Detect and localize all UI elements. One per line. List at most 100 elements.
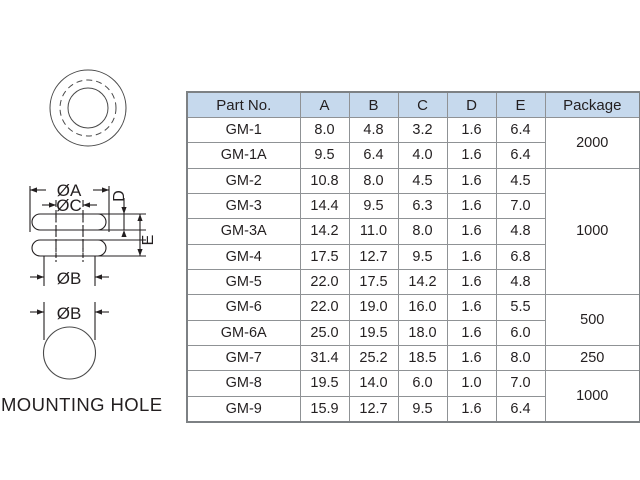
top-view-inner-circle — [67, 87, 109, 129]
column-header-b: B — [348, 91, 399, 118]
cell-dim-b: 17.5 — [348, 268, 399, 296]
cell-part-no: GM-6A — [186, 319, 301, 346]
cell-dim-b: 6.4 — [348, 142, 399, 169]
cell-dim-b: 9.5 — [348, 192, 399, 220]
mounting-hole-drawing — [30, 302, 109, 380]
cell-dim-e: 4.8 — [495, 268, 546, 296]
cell-dim-a: 22.0 — [299, 294, 350, 321]
cell-dim-e: 6.4 — [495, 142, 546, 169]
cell-package: 250 — [544, 344, 640, 372]
cell-dim-b: 12.7 — [348, 243, 399, 270]
cell-dim-a: 14.4 — [299, 192, 350, 220]
cell-dim-d: 1.6 — [446, 268, 497, 296]
cell-part-no: GM-9 — [186, 395, 301, 423]
cell-dim-a: 31.4 — [299, 344, 350, 372]
cell-dim-c: 3.2 — [397, 116, 448, 144]
cell-dim-a: 17.5 — [299, 243, 350, 270]
cell-dim-e: 7.0 — [495, 370, 546, 397]
cell-dim-d: 1.6 — [446, 395, 497, 423]
arrow-a-left — [30, 187, 37, 193]
cell-dim-b: 14.0 — [348, 370, 399, 397]
column-header-part-no: Part No. — [186, 91, 301, 118]
cell-dim-c: 9.5 — [397, 395, 448, 423]
cell-part-no: GM-6 — [186, 294, 301, 321]
cell-part-no: GM-3A — [186, 218, 301, 245]
cell-part-no: GM-8 — [186, 370, 301, 397]
arrow-d-bottom — [121, 230, 127, 237]
drawings-svg: ØA ØC ØB D E ØB MOUNTING HOLE — [1, 69, 162, 415]
cell-dim-c: 8.0 — [397, 218, 448, 245]
column-header-package: Package — [544, 91, 640, 118]
cell-dim-d: 1.6 — [446, 243, 497, 270]
cell-dim-d: 1.6 — [446, 142, 497, 169]
cell-dim-c: 18.5 — [397, 344, 448, 372]
arrow-b-left — [37, 274, 44, 280]
cell-dim-e: 5.5 — [495, 294, 546, 321]
cell-dim-a: 15.9 — [299, 395, 350, 423]
cell-dim-c: 4.5 — [397, 167, 448, 194]
cell-dim-b: 19.0 — [348, 294, 399, 321]
cell-dim-a: 25.0 — [299, 319, 350, 346]
cell-part-no: GM-2 — [186, 167, 301, 194]
column-header-e: E — [495, 91, 546, 118]
cross-section-drawing — [29, 186, 146, 286]
cell-dim-d: 1.6 — [446, 344, 497, 372]
technical-drawings-panel: ØA ØC ØB D E ØB MOUNTING HOLE — [0, 0, 185, 480]
cell-dim-d: 1.6 — [446, 192, 497, 220]
cell-part-no: GM-1 — [186, 116, 301, 144]
cell-part-no: GM-7 — [186, 344, 301, 372]
cell-dim-c: 18.0 — [397, 319, 448, 346]
column-header-a: A — [299, 91, 350, 118]
column-header-c: C — [397, 91, 448, 118]
arrow-d-top — [121, 207, 127, 214]
cell-dim-d: 1.6 — [446, 167, 497, 194]
grommet-top-view-drawing — [49, 69, 127, 147]
cell-dim-e: 6.4 — [495, 395, 546, 423]
cell-package: 1000 — [544, 370, 640, 423]
cell-dim-e: 6.4 — [495, 116, 546, 144]
label-dim-c: ØC — [56, 196, 82, 215]
cell-dim-a: 9.5 — [299, 142, 350, 169]
cell-dim-e: 6.8 — [495, 243, 546, 270]
arrow-b-right — [95, 274, 102, 280]
cell-dim-d: 1.6 — [446, 294, 497, 321]
label-dim-d: D — [111, 190, 128, 202]
cell-package: 2000 — [544, 117, 640, 169]
cell-dim-a: 19.5 — [299, 370, 350, 397]
cell-dim-b: 12.7 — [348, 395, 399, 423]
cell-dim-d: 1.6 — [446, 116, 497, 144]
cross-section-lower-body — [31, 239, 107, 257]
mh-arrow-left — [37, 309, 44, 315]
label-dim-e: E — [140, 235, 157, 246]
cell-dim-e: 4.8 — [495, 218, 546, 245]
arrow-e-top — [137, 214, 143, 221]
label-mounting-hole-dim-b: ØB — [57, 304, 82, 323]
arrow-a-right — [102, 187, 109, 193]
arrow-c-right — [83, 202, 90, 208]
top-view-outer-circle — [49, 69, 127, 147]
cell-dim-c: 6.0 — [397, 370, 448, 397]
cell-dim-e: 8.0 — [495, 344, 546, 372]
cell-package: 500 — [544, 294, 640, 346]
cell-dim-a: 22.0 — [299, 268, 350, 296]
cell-dim-c: 16.0 — [397, 294, 448, 321]
cell-dim-a: 8.0 — [299, 116, 350, 144]
cell-dim-d: 1.6 — [446, 319, 497, 346]
cell-dim-b: 11.0 — [348, 218, 399, 245]
cell-dim-c: 9.5 — [397, 243, 448, 270]
cell-package: 1000 — [544, 167, 640, 296]
label-dim-a: ØA — [57, 181, 82, 200]
table-header-row: Part No. A B C D E Package — [186, 91, 640, 118]
arrow-e-bottom — [137, 249, 143, 256]
cell-dim-c: 6.3 — [397, 192, 448, 220]
cell-dim-a: 10.8 — [299, 167, 350, 194]
